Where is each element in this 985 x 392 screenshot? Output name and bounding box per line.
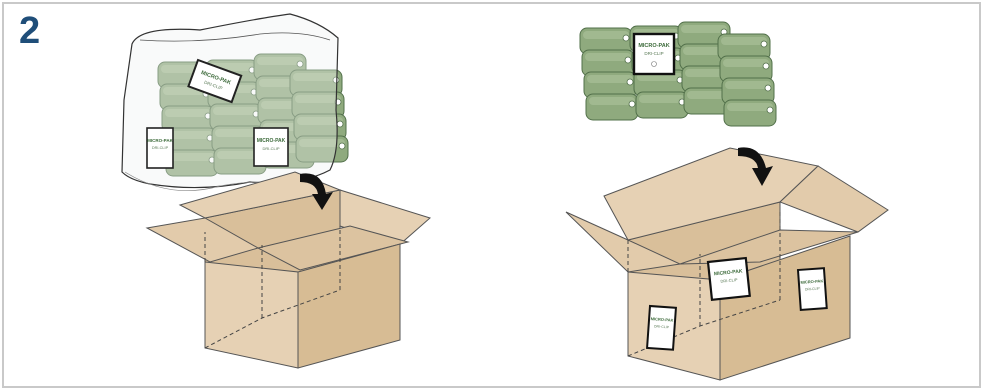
stack-top-label-title: MICRO-PAK xyxy=(638,43,669,49)
box-label-b: MICRO-PAK DRI-CLIP xyxy=(798,268,827,310)
left-carton xyxy=(147,172,430,368)
poly-bag: MICRO-PAK DRI-CLIP MICRO-PAK DRI-CLIP MI… xyxy=(122,14,348,191)
bag-side-label-b-subtitle: DRI-CLIP xyxy=(262,146,279,151)
stack-top-label-subtitle: DRI-CLIP xyxy=(644,51,663,56)
bag-side-label-b-title: MICRO-PAK xyxy=(257,138,286,144)
bag-side-label-b: MICRO-PAK DRI-CLIP xyxy=(254,128,288,166)
box-label-c: MICRO-PAK DRI-CLIP xyxy=(647,306,676,350)
bag-side-label-a-subtitle: DRI-CLIP xyxy=(152,146,169,150)
left-scene: MICRO-PAK DRI-CLIP MICRO-PAK DRI-CLIP MI… xyxy=(122,14,430,368)
right-scene: MICRO-PAK DRI-CLIP MICRO-PAK DRI-CLIP MI… xyxy=(566,22,888,380)
right-pack-stack xyxy=(580,22,776,126)
bag-side-label-a: MICRO-PAK DRI-CLIP xyxy=(147,128,174,168)
stack-top-label: MICRO-PAK DRI-CLIP xyxy=(634,34,674,74)
box-label-a: MICRO-PAK DRI-CLIP xyxy=(708,258,750,300)
bag-side-label-a-title: MICRO-PAK xyxy=(147,138,173,143)
